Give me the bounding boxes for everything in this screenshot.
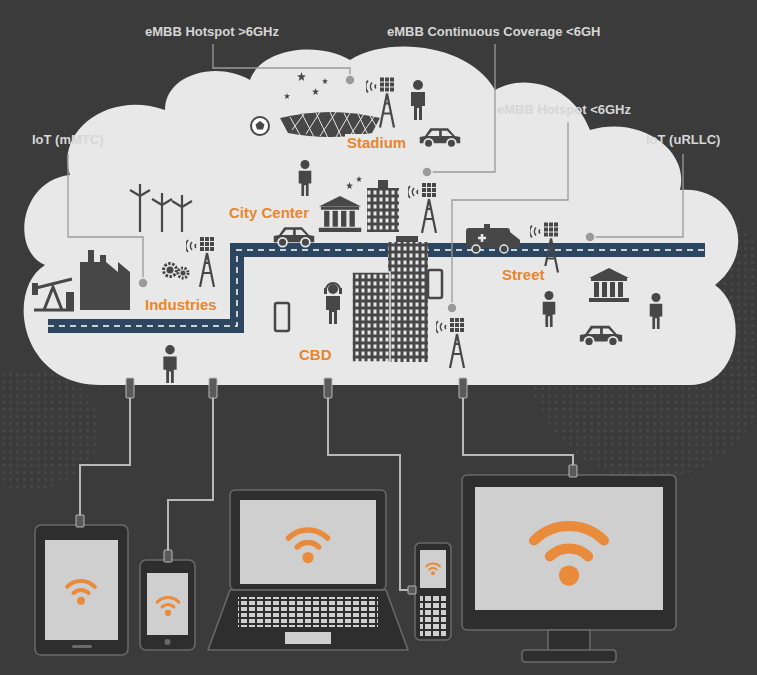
area-label: Industries bbox=[143, 296, 219, 314]
person-with-headphones bbox=[324, 283, 342, 324]
leader-dots bbox=[138, 75, 595, 313]
callout-label: IoT (mMTC) bbox=[32, 132, 103, 148]
cell-tower bbox=[408, 183, 436, 233]
office-building bbox=[367, 180, 399, 232]
person bbox=[650, 293, 663, 329]
skyscrapers bbox=[352, 236, 428, 362]
area-label: Stadium bbox=[345, 134, 408, 152]
cable-plugs bbox=[76, 378, 577, 594]
leader-lines bbox=[68, 44, 683, 303]
area-label: Street bbox=[500, 266, 547, 284]
person bbox=[299, 160, 312, 196]
callout-label: eMBB Continuous Coverage <6GH bbox=[387, 24, 600, 40]
bank-building bbox=[589, 268, 629, 302]
star bbox=[356, 176, 362, 182]
cell-tower bbox=[366, 78, 394, 128]
cloud-shape bbox=[24, 47, 739, 385]
cloud-region: StadiumCity CenterStreetIndustriesCBD bbox=[18, 45, 740, 390]
cables bbox=[80, 398, 573, 590]
person bbox=[163, 345, 176, 383]
person bbox=[543, 291, 556, 327]
area-label: City Center bbox=[227, 204, 311, 222]
tablet bbox=[35, 525, 128, 655]
gears bbox=[164, 264, 189, 279]
bank-building bbox=[319, 196, 361, 232]
callout-label: eMBB Hotspot >6GHz bbox=[145, 24, 279, 40]
car bbox=[580, 326, 622, 346]
feature-phone bbox=[415, 543, 451, 640]
ambulance bbox=[466, 224, 520, 253]
laptop bbox=[208, 490, 408, 650]
wind-turbines bbox=[130, 184, 192, 232]
smartphone bbox=[140, 560, 195, 650]
cell-tower bbox=[436, 318, 464, 368]
person bbox=[411, 80, 425, 120]
phone-icon bbox=[428, 270, 442, 298]
monitor bbox=[462, 475, 676, 662]
oil-pump bbox=[32, 279, 74, 310]
phone-icon bbox=[275, 303, 289, 331]
cell-tower bbox=[186, 237, 214, 287]
callout-label: eMBB Hotspot <6GHz bbox=[497, 102, 631, 118]
car bbox=[274, 227, 314, 246]
stadium bbox=[251, 72, 380, 138]
cell-tower bbox=[530, 223, 558, 273]
car bbox=[420, 128, 460, 147]
area-label: CBD bbox=[297, 346, 334, 364]
callout-label: IoT (uRLLC) bbox=[646, 132, 720, 148]
star bbox=[346, 182, 353, 189]
factory bbox=[80, 250, 130, 310]
